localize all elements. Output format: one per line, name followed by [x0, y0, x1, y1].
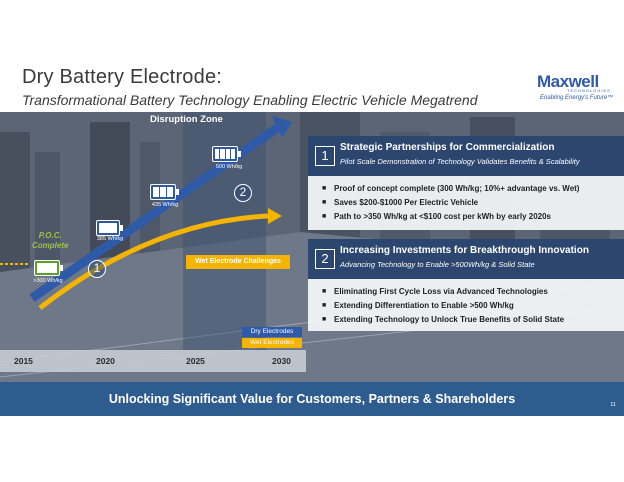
panel-1-title: Strategic Partnerships for Commercializa…	[340, 142, 555, 153]
battery-icon-385	[96, 220, 123, 236]
bullet-item: ■Path to >350 Wh/kg at <$100 cost per kW…	[322, 212, 551, 221]
milestone-label-300: >300 Wh/kg	[33, 278, 63, 284]
slide-title: Dry Battery Electrode:	[22, 66, 223, 88]
footer-text: Unlocking Significant Value for Customer…	[108, 392, 516, 406]
panel-2-title: Increasing Investments for Breakthrough …	[340, 245, 589, 256]
legend-dry-electrodes: Dry Electrodes	[242, 327, 302, 337]
panel-2-subtitle: Advancing Technology to Enable >500Wh/kg…	[340, 260, 535, 269]
battery-icon-500	[212, 146, 241, 162]
hero-graphic: Disruption Zone P.O.C. Complete >300 Wh/…	[0, 112, 624, 382]
panel-2-bullets: ■Eliminating First Cycle Loss via Advanc…	[308, 279, 624, 331]
year-label: 2015	[14, 356, 33, 366]
milestone-label-500: 500 Wh/kg	[215, 164, 243, 170]
panel-1-number: 1	[315, 146, 335, 166]
year-label: 2030	[272, 356, 291, 366]
bullet-item: ■Proof of concept complete (300 Wh/kg; 1…	[322, 184, 580, 193]
maxwell-logo: Maxwell TECHNOLOGIES Enabling Energy's F…	[533, 72, 615, 106]
bullet-item: ■Extending Technology to Unlock True Ben…	[322, 315, 565, 324]
milestone-label-435: 435 Wh/kg	[151, 202, 179, 208]
disruption-zone-label: Disruption Zone	[150, 114, 223, 125]
logo-wordmark: Maxwell	[537, 72, 599, 91]
slide-subtitle: Transformational Battery Technology Enab…	[22, 92, 478, 108]
battery-icon-435	[150, 184, 179, 200]
dry-electrode-trend-line	[29, 122, 283, 302]
poc-complete-label: P.O.C. Complete	[32, 231, 69, 250]
phase-2-marker: 2	[234, 184, 252, 202]
panel-1-bullets: ■Proof of concept complete (300 Wh/kg; 1…	[308, 176, 624, 230]
wet-arrowhead	[268, 208, 282, 224]
year-label: 2020	[96, 356, 115, 366]
panel-2-header: 2 Increasing Investments for Breakthroug…	[308, 239, 624, 279]
page-number: 11	[610, 402, 616, 408]
bullet-item: ■Eliminating First Cycle Loss via Advanc…	[322, 287, 548, 296]
logo-subtext: TECHNOLOGIES	[567, 88, 611, 93]
panel-1-header: 1 Strategic Partnerships for Commerciali…	[308, 136, 624, 176]
panel-2-number: 2	[315, 249, 335, 269]
bullet-item: ■Extending Differentiation to Enable >50…	[322, 301, 514, 310]
wet-electrode-trend-line	[38, 213, 269, 310]
panel-1-subtitle: Pilot Scale Demonstration of Technology …	[340, 157, 580, 166]
footer-banner: Unlocking Significant Value for Customer…	[0, 382, 624, 416]
legend-wet-electrodes: Wet Electrodes	[242, 338, 302, 348]
phase-1-marker: 1	[88, 260, 106, 278]
dry-arrowhead	[272, 116, 292, 138]
battery-icon-poc	[34, 260, 63, 276]
milestone-label-385: 385 Wh/kg	[96, 236, 124, 242]
year-axis: 2015 2020 2025 2030	[0, 350, 306, 372]
year-label: 2025	[186, 356, 205, 366]
bullet-item: ■Saves $200-$1000 Per Electric Vehicle	[322, 198, 479, 207]
logo-tagline: Enabling Energy's Future™	[540, 95, 614, 101]
wet-electrode-challenges-label: Wet Electrode Challenges	[186, 255, 290, 269]
